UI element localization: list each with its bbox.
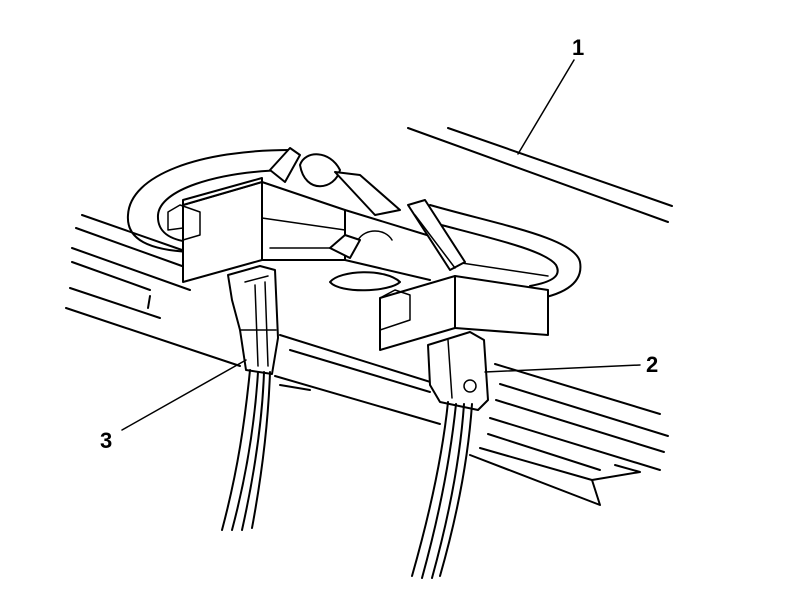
retaining-clips	[269, 147, 466, 271]
connector-bracket	[167, 177, 549, 351]
callout-1: 1	[572, 35, 584, 60]
lamp-housing	[126, 149, 582, 301]
leader-1	[517, 59, 575, 155]
leader-3	[121, 359, 247, 431]
leader-2	[484, 364, 641, 373]
roof-rail	[65, 214, 669, 506]
electrical-connector-3	[221, 265, 279, 531]
callout-2: 2	[646, 352, 658, 377]
callout-3: 3	[100, 428, 112, 453]
callout-leaders	[121, 59, 641, 431]
electrical-connector-2	[411, 331, 489, 579]
roof-panel	[407, 127, 673, 223]
